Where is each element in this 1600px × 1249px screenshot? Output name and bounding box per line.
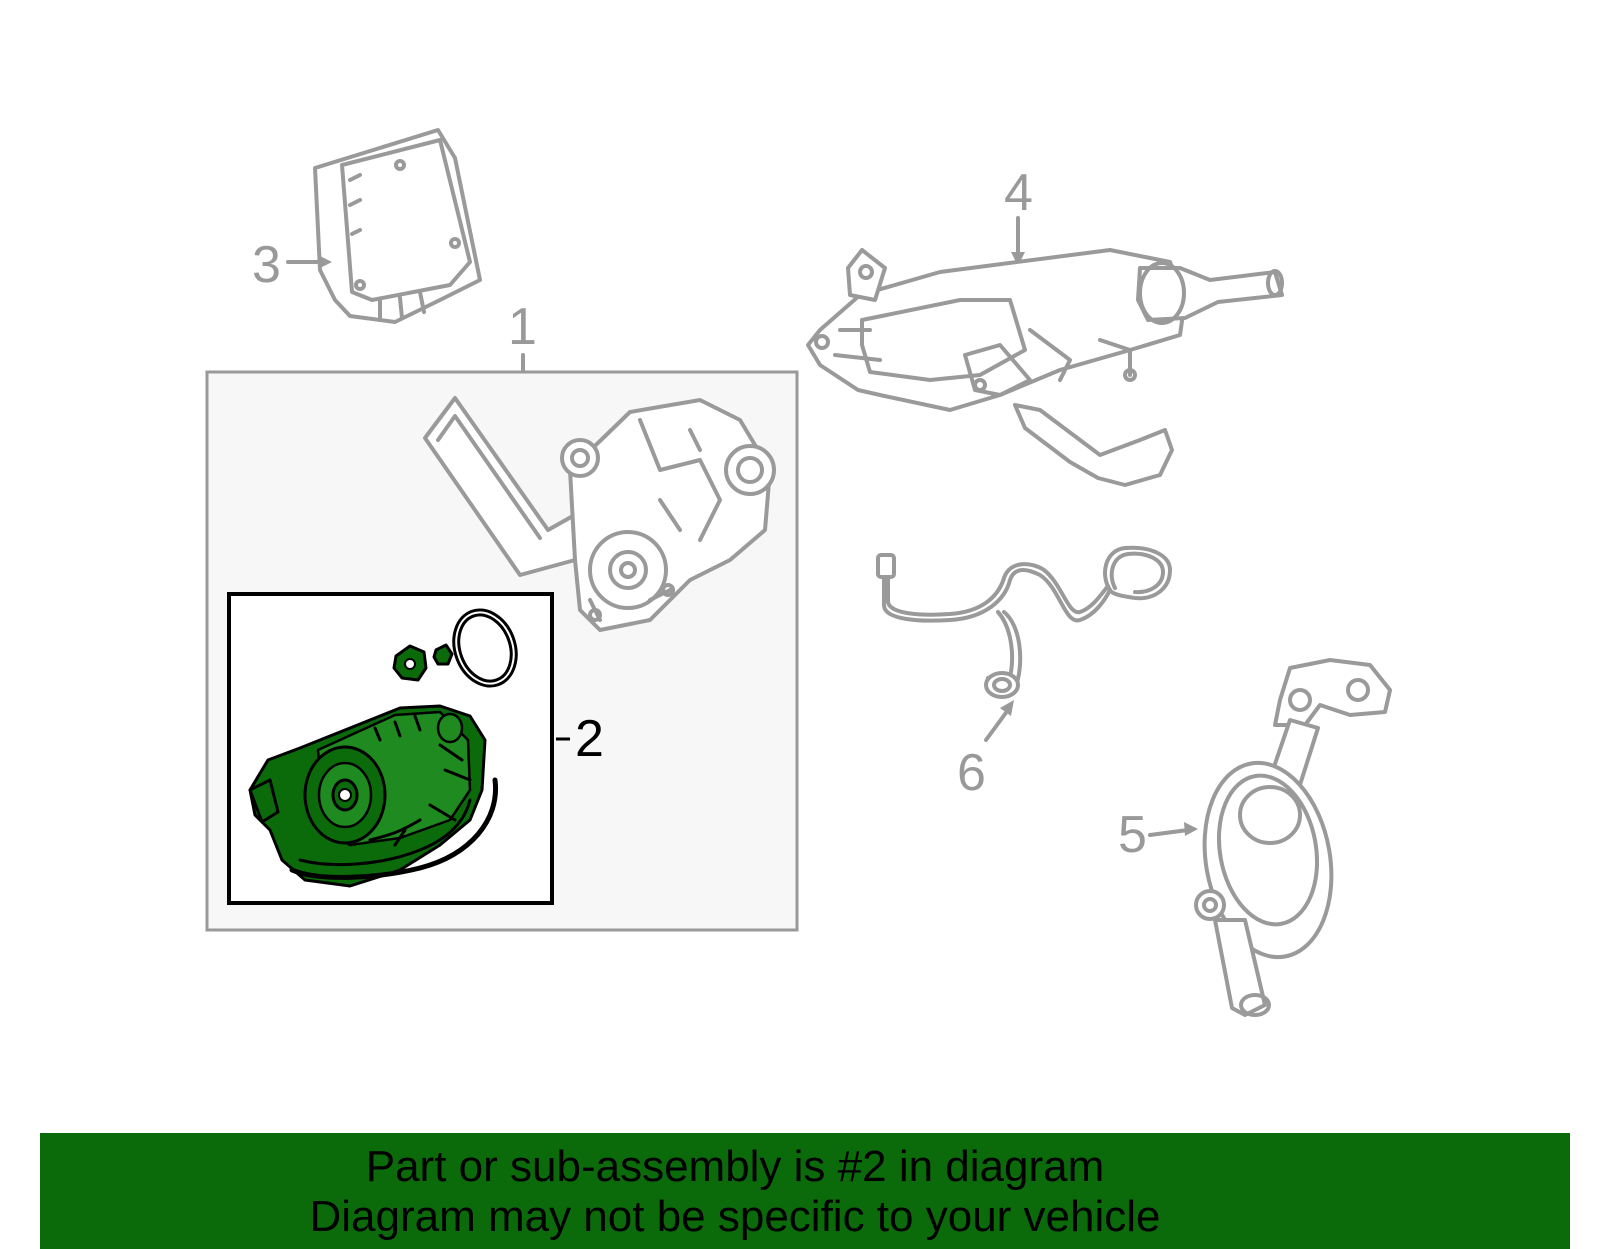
o-ring[interactable]	[443, 601, 526, 695]
part-1-steering-gear-assembly[interactable]	[423, 396, 776, 632]
banner-line-2: Diagram may not be specific to your vehi…	[309, 1192, 1161, 1241]
part-3-control-module[interactable]	[313, 128, 482, 324]
part-5-intermediate-shaft[interactable]	[1190, 658, 1392, 1017]
arrowhead-3	[318, 255, 332, 269]
callout-6: 6	[957, 744, 986, 802]
banner-line-1: Part or sub-assembly is #2 in diagram	[365, 1142, 1105, 1191]
callout-5: 5	[1118, 806, 1147, 864]
arrowhead-6	[1000, 700, 1014, 716]
coupler-pieces[interactable]	[392, 643, 454, 682]
arrowhead-5	[1184, 822, 1198, 836]
callout-3: 3	[252, 236, 281, 294]
arrowhead-4	[1011, 252, 1025, 266]
part-6-wiring-harness[interactable]	[876, 545, 1172, 699]
callout-4: 4	[1004, 164, 1033, 222]
info-banner: Part or sub-assembly is #2 in diagram Di…	[40, 1133, 1570, 1249]
leader-5	[1148, 828, 1190, 837]
leader-6	[984, 708, 1010, 742]
callout-2: 2	[575, 710, 604, 768]
part-2-electric-motor[interactable]	[248, 704, 499, 888]
part-4-steering-column[interactable]	[806, 248, 1284, 487]
callout-1: 1	[508, 298, 537, 356]
